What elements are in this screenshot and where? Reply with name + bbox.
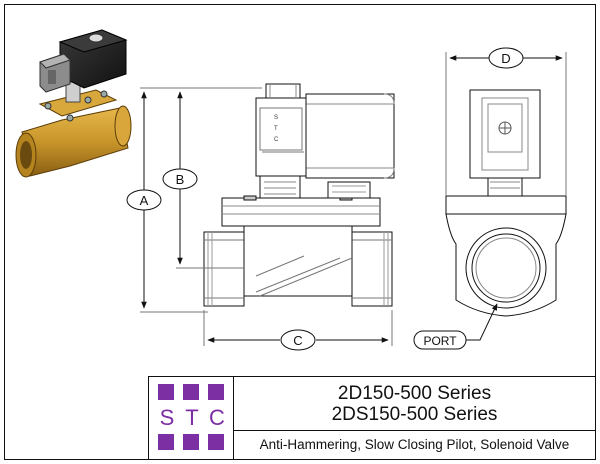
dimension-a-text: A [140,193,149,208]
dimension-b-text: B [176,172,185,187]
port-callout: PORT [413,303,498,350]
dimension-c-text: C [293,333,302,348]
logo-square [183,434,199,450]
series-line-2: 2DS150-500 Series [331,404,498,425]
dimension-d-label: D [488,47,524,69]
valve-description: Anti-Hammering, Slow Closing Pilot, Sole… [259,437,570,452]
coil-marking-t: T [274,126,278,132]
logo-square [183,384,199,400]
coil-marking-s: S [274,115,278,121]
dimension-b-label: B [162,168,198,190]
dimension-b-line [176,91,244,269]
series-title: 2D150-500 Series 2DS150-500 Series [234,377,595,431]
dimension-d-line [445,52,567,196]
dimension-d-text: D [501,51,510,66]
logo-square [208,384,224,400]
dimension-c-label: C [280,329,316,351]
dimension-a-label: A [126,189,162,211]
stc-logo: S T C [149,377,234,459]
logo-letter-t: T [185,405,199,430]
logo-square [208,434,224,450]
port-callout-text: PORT [423,334,457,348]
dimension-c-line [203,310,393,346]
valve-side-view [445,89,567,317]
logo-letter-s: S [159,405,175,430]
coil-marking-c: C [274,137,279,143]
logo-grid: S T C [156,382,228,454]
title-block: S T C 2D150-500 Series 2DS150-500 Series… [148,376,596,460]
dimension-a-line [140,87,262,313]
logo-letter-c: C [209,405,225,430]
series-line-1: 2D150-500 Series [337,383,492,404]
logo-square [158,434,174,450]
valve-front-view [203,83,395,307]
logo-square [158,384,174,400]
valve-3d-render [15,29,132,178]
